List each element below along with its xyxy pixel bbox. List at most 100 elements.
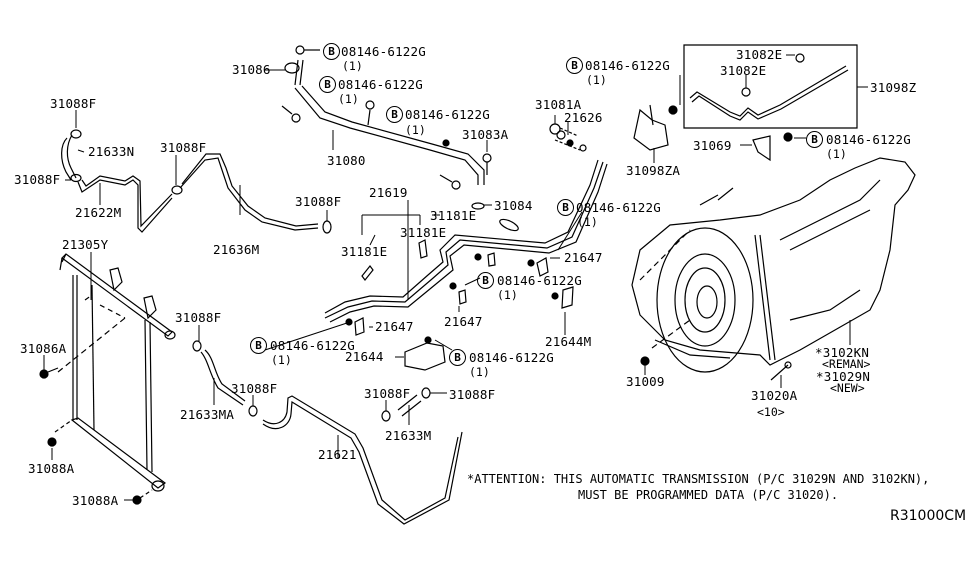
bolt-symbol-icon: B — [477, 272, 494, 289]
bolt-symbol-icon: B — [323, 43, 340, 60]
bolt-qty: (1) — [586, 73, 607, 87]
callout-31080: 31080 — [327, 153, 366, 168]
bolt-symbol-icon: B — [449, 349, 466, 366]
oil-cooler-21305y — [55, 254, 175, 498]
bolt-part-number: 08146-6122G — [270, 338, 355, 353]
bolt-symbol-icon: B — [557, 199, 574, 216]
clamp-31088f-end — [323, 221, 331, 233]
callout-31088f: 31088F — [175, 310, 222, 325]
callout-21647: 21647 — [444, 314, 483, 329]
bolt-part-number: 08146-6122G — [576, 200, 661, 215]
attention-note-line2: MUST BE PROGRAMMED DATA (P/C 31020). — [578, 488, 839, 502]
callout-31083a: 31083A — [462, 127, 509, 142]
callout-31086: 31086 — [232, 62, 271, 77]
attention-note-line1: *ATTENTION: THIS AUTOMATIC TRANSMISSION … — [467, 472, 930, 486]
callout-31009: 31009 — [626, 374, 665, 389]
clamp-31088f-21633m-left — [382, 411, 390, 421]
callout-31098za: 31098ZA — [626, 163, 681, 178]
bolt-symbol-icon: B — [566, 57, 583, 74]
hose-21633m — [398, 395, 421, 416]
hose-21621 — [263, 396, 462, 524]
leader-lines — [44, 55, 868, 500]
callout-21644m: 21644M — [545, 334, 592, 349]
bolt-31069 — [784, 133, 792, 141]
tube-31098z — [690, 66, 848, 120]
bolt-part-number: 08146-6122G — [585, 58, 670, 73]
callout-31088f: 31088F — [50, 96, 97, 111]
bolt-symbol-icon: B — [386, 106, 403, 123]
callout-21644: 21644 — [345, 349, 384, 364]
callout-31181e: 31181E — [341, 244, 388, 259]
callout-31088f: 31088F — [449, 387, 496, 402]
callout-3102kn: *3102KN — [815, 345, 870, 360]
bolt-31080-08146 — [443, 140, 449, 146]
bolt-symbol-icon: B — [319, 76, 336, 93]
transmission-assembly — [632, 158, 915, 372]
bolt-qty: (1) — [469, 365, 490, 379]
bolt-part-number: 08146-6122G — [338, 77, 423, 92]
callout-31081a: 31081A — [535, 97, 582, 112]
callout-31088a: 31088A — [72, 493, 119, 508]
callout-21633m: 21633M — [385, 428, 432, 443]
bolt-31009 — [641, 357, 649, 365]
callout-31088f: 31088F — [14, 172, 61, 187]
callout-21622m: 21622M — [75, 205, 122, 220]
callout-21633ma: 21633MA — [180, 407, 235, 422]
clip-31181e-c — [498, 217, 520, 233]
bolt-part-number: 08146-6122G — [341, 44, 426, 59]
callout-31088f: 31088F — [364, 386, 411, 401]
bolt-qty: (1) — [497, 288, 518, 302]
callout-21647: 21647 — [375, 319, 414, 334]
callout-21305y: 21305Y — [62, 237, 109, 252]
callout-31020a-qty: <10> — [757, 405, 785, 419]
bolt-symbol-icon: B — [806, 131, 823, 148]
bolt-top-08146 — [296, 46, 320, 54]
hose-21633n — [62, 135, 76, 180]
clamp-31088f-lower2 — [249, 406, 257, 416]
diagram-code: R31000CM — [890, 508, 967, 524]
clamp-31088f-mid — [172, 186, 182, 194]
hose-21636m — [180, 154, 318, 230]
bolt-part-number: 08146-6122G — [405, 107, 490, 122]
bracket-31069 — [753, 136, 770, 160]
bolt-part-number: 08146-6122G — [469, 350, 554, 365]
bolt-31020a — [771, 362, 791, 380]
callout-21621: 21621 — [318, 447, 357, 462]
callout-21633n: 21633N — [88, 144, 135, 159]
bolt-31086a — [40, 368, 58, 378]
bolt-qty: (1) — [826, 147, 847, 161]
bolt-lower-31080 — [440, 175, 460, 189]
callout-31088f: 31088F — [295, 194, 342, 209]
bolt-31088a-mid — [48, 438, 56, 446]
callout-31084: 31084 — [494, 198, 533, 213]
bolt-31083a — [483, 154, 491, 175]
clip-31181e-b — [419, 240, 427, 258]
bolt-qty: (1) — [342, 59, 363, 73]
callout-31069: 31069 — [693, 138, 732, 153]
clamp-31088f-lower — [193, 341, 201, 351]
callout-31082e: 31082E — [720, 63, 767, 78]
bolt-part-number: 08146-6122G — [826, 132, 911, 147]
callout-31082e: 31082E — [736, 47, 783, 62]
callout-21619: 21619 — [369, 185, 408, 200]
callout-21636m: 21636M — [213, 242, 260, 257]
callout-31029n-note: <NEW> — [830, 381, 865, 395]
bolt-qty: (1) — [577, 215, 598, 229]
clip-31082e-b — [742, 88, 750, 96]
bolt-symbol-icon: B — [250, 337, 267, 354]
callout-31088f: 31088F — [231, 381, 278, 396]
callout-3102kn-note: <REMAN> — [822, 357, 871, 371]
bracket-21644m — [552, 287, 573, 308]
bolt-part-number: 08146-6122G — [497, 273, 582, 288]
bracket-21647-c — [346, 318, 364, 335]
callout-31098z: 31098Z — [870, 80, 917, 95]
callout-31088a: 31088A — [28, 461, 75, 476]
bracket-21644 — [405, 337, 445, 370]
bolt-31098za — [669, 106, 677, 114]
bracket-31098za — [634, 105, 668, 150]
callout-21626: 21626 — [564, 110, 603, 125]
washer-31084 — [472, 203, 484, 209]
bolt-mid-08146 — [366, 101, 374, 125]
hose-21633ma — [201, 350, 245, 405]
